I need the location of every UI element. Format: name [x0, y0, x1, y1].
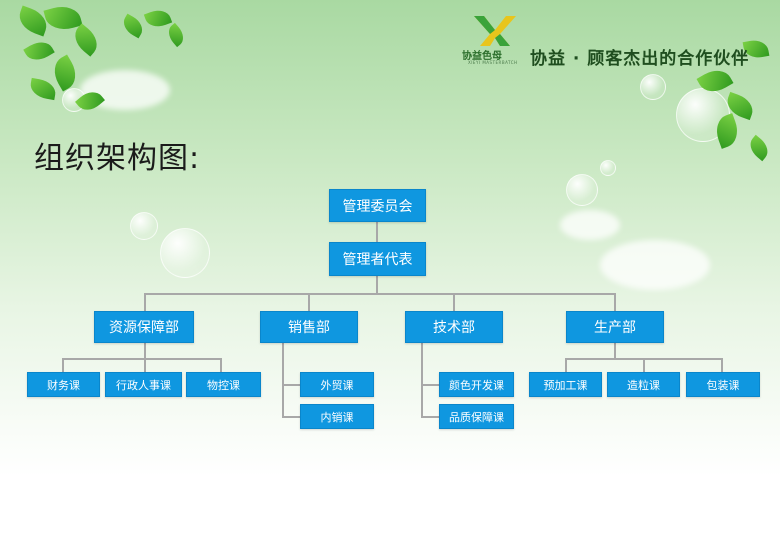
connector-dept1-s2: [144, 358, 146, 372]
connector-dept-2: [308, 293, 310, 311]
bubble-decoration: [566, 174, 598, 206]
logo-name: 协益色母: [462, 51, 502, 62]
node-section-material-control[interactable]: 物控课: [186, 372, 261, 397]
bubble-decoration: [640, 74, 666, 100]
connector-dept3-s1: [421, 384, 439, 386]
node-dept-sales[interactable]: 销售部: [260, 311, 358, 343]
page-title: 组织架构图:: [34, 141, 201, 176]
leaf-decoration: [119, 13, 147, 39]
connector-dept1-s1: [62, 358, 64, 372]
node-section-finance[interactable]: 财务课: [27, 372, 100, 397]
connector-dept4-s1: [565, 358, 567, 372]
connector-dept2-down: [282, 343, 284, 417]
logo-subtitle: XIEYI MASTERBATCH: [468, 60, 518, 65]
node-section-quality-assurance[interactable]: 品质保障课: [439, 404, 514, 429]
connector-dept1-bus: [62, 358, 222, 360]
connector-dept3-down: [421, 343, 423, 417]
node-dept-technology[interactable]: 技术部: [405, 311, 503, 343]
bubble-decoration: [600, 160, 616, 176]
connector-dept-3: [453, 293, 455, 311]
connector-dept4-s3: [721, 358, 723, 372]
node-dept-production[interactable]: 生产部: [566, 311, 664, 343]
connector-dept4-s2: [643, 358, 645, 372]
connector-dept2-s2: [282, 416, 300, 418]
node-section-foreign-trade[interactable]: 外贸课: [300, 372, 374, 397]
connector-rep-bus: [376, 276, 378, 294]
leaf-decoration: [164, 22, 188, 48]
node-section-packaging[interactable]: 包装课: [686, 372, 760, 397]
leaf-decoration: [23, 36, 55, 66]
leaf-decoration: [143, 6, 173, 31]
connector-dept1-down: [144, 343, 146, 359]
connector-top-rep: [376, 222, 378, 242]
connector-dept4-down: [614, 343, 616, 359]
node-management-representative[interactable]: 管理者代表: [329, 242, 426, 276]
connector-dept-4: [614, 293, 616, 311]
leaf-decoration: [28, 77, 58, 101]
connector-dept-1: [144, 293, 146, 311]
bubble-decoration: [130, 212, 158, 240]
node-section-preprocessing[interactable]: 预加工课: [529, 372, 602, 397]
connector-dept2-s1: [282, 384, 300, 386]
connector-dept3-s2: [421, 416, 439, 418]
node-dept-resources[interactable]: 资源保障部: [94, 311, 194, 343]
leaf-decoration: [745, 134, 773, 162]
company-slogan: 协益 · 顾客杰出的合作伙伴: [530, 49, 750, 69]
node-section-color-development[interactable]: 颜色开发课: [439, 372, 514, 397]
logo-icon: [474, 16, 516, 46]
connector-dept1-s3: [220, 358, 222, 372]
node-section-domestic-sales[interactable]: 内销课: [300, 404, 374, 429]
node-section-granulation[interactable]: 造粒课: [607, 372, 680, 397]
cloud-decoration: [600, 240, 710, 290]
node-section-admin-hr[interactable]: 行政人事课: [105, 372, 182, 397]
leaf-decoration: [68, 23, 104, 57]
cloud-decoration: [560, 210, 620, 240]
node-management-committee[interactable]: 管理委员会: [329, 189, 426, 222]
bubble-decoration: [160, 228, 210, 278]
connector-dept-bus: [144, 293, 616, 295]
